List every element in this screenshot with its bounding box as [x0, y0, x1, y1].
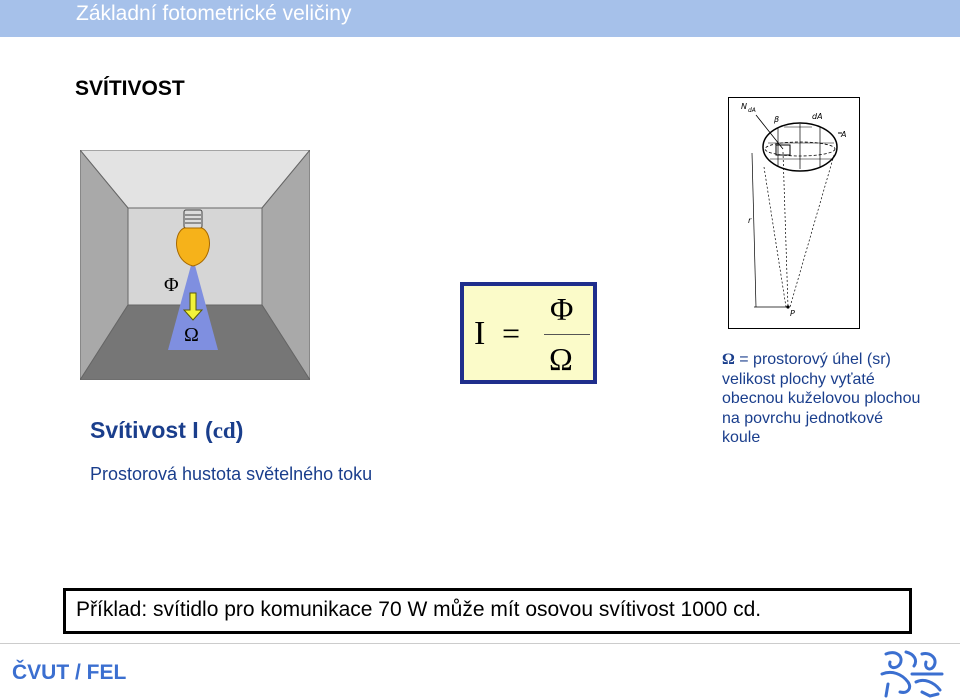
n-subscript: dA: [748, 107, 756, 114]
fraction-line: [544, 334, 590, 335]
p-label: P: [790, 309, 795, 318]
formula-box: I = Φ Ω: [460, 282, 597, 384]
formula-denominator: Ω: [549, 341, 573, 377]
omega-label: Ω: [184, 324, 199, 346]
formula-lhs: I: [474, 315, 486, 352]
omega-definition: Ω = prostorový úhel (sr) velikost plochy…: [722, 350, 922, 448]
a-label: A: [840, 130, 846, 139]
slide-title: Základní fotometrické veličiny: [76, 2, 352, 25]
intensity-description: Prostorová hustota světelného toku: [90, 464, 373, 484]
cvut-lion-logo-icon: [880, 650, 944, 698]
formula-numerator: Φ: [550, 291, 574, 327]
da-label: dA: [812, 112, 823, 121]
omega-definition-text: = prostorový úhel (sr) velikost plochy v…: [722, 351, 921, 446]
footer-label: ČVUT / FEL: [12, 661, 127, 684]
example-text: Příklad: svítidlo pro komunikace 70 W mů…: [76, 598, 762, 621]
r-label: r: [748, 216, 752, 225]
header-bar: Základní fotometrické veličiny: [0, 0, 960, 37]
solid-angle-sketch: N dA β dA A r P: [728, 97, 860, 329]
section-title: SVÍTIVOST: [75, 77, 185, 100]
arrow-down-icon: [182, 292, 204, 321]
footer-divider: [0, 643, 960, 644]
phi-label: Φ: [164, 274, 179, 296]
example-box: Příklad: svítidlo pro komunikace 70 W mů…: [63, 588, 912, 634]
formula-equals: =: [502, 315, 521, 351]
intensity-title: Svítivost I (cd): [90, 417, 244, 443]
beta-label: β: [773, 115, 779, 124]
bulb-icon: [176, 227, 210, 267]
room-illustration: Φ Ω: [80, 150, 310, 380]
n-label: N: [741, 102, 747, 111]
intensity-unit: cd: [212, 418, 236, 443]
omega-symbol: Ω: [722, 351, 735, 368]
